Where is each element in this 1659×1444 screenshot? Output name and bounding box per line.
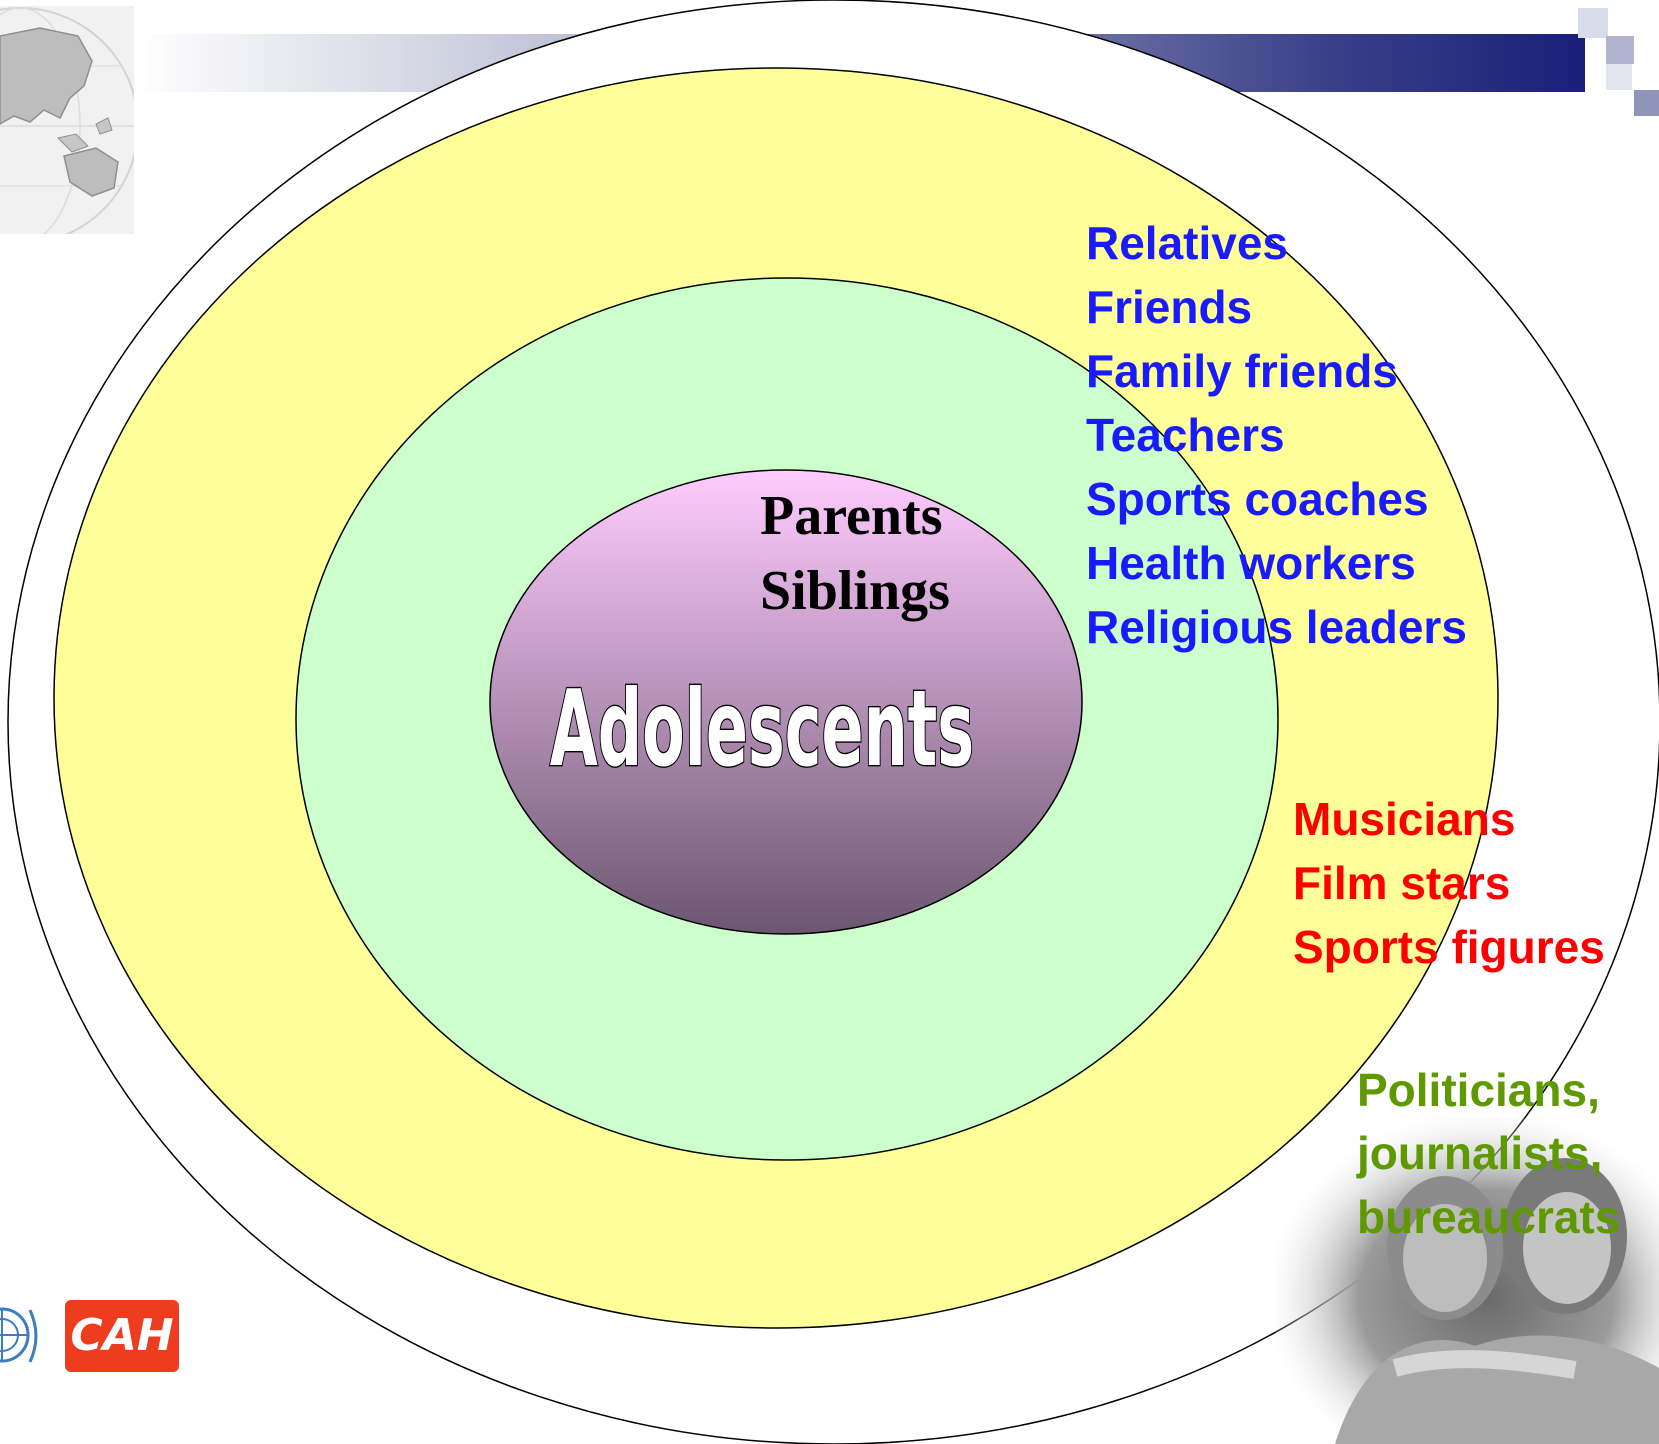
adolescents-photo — [1275, 1118, 1659, 1444]
inner-circle-center — [489, 469, 1083, 935]
outer-label-sports-figures: Sports figures — [1293, 921, 1605, 973]
middle-label-health-workers: Health workers — [1086, 537, 1416, 589]
inner-label-siblings: Siblings — [760, 560, 950, 622]
outermost-label-bureaucrats: bureaucrats — [1357, 1191, 1621, 1243]
outer-label-film-stars: Film stars — [1293, 857, 1511, 909]
middle-label-relatives: Relatives — [1086, 217, 1289, 269]
middle-label-religious-leaders: Religious leaders — [1086, 601, 1467, 653]
middle-label-friends: Friends — [1086, 281, 1253, 333]
cah-logo: CAH — [65, 1300, 179, 1372]
header-square-decoration — [1606, 64, 1632, 90]
outermost-label-journalists: journalists, — [1357, 1127, 1603, 1179]
header-square-decoration — [1634, 90, 1659, 116]
middle-label-family-friends: Family friends — [1086, 345, 1398, 397]
header-square-decoration — [1578, 8, 1608, 38]
middle-label-sports-coaches: Sports coaches — [1086, 473, 1429, 525]
un-emblem-logo — [0, 1298, 38, 1372]
globe-map-logo — [0, 6, 134, 234]
center-label: Adolescents — [550, 668, 974, 790]
inner-label-parents: Parents — [760, 485, 943, 547]
header-square-decoration — [1606, 36, 1634, 64]
middle-label-teachers: Teachers — [1086, 409, 1285, 461]
outer-label-musicians: Musicians — [1293, 793, 1516, 845]
outermost-label-politicians: Politicians, — [1357, 1064, 1600, 1116]
